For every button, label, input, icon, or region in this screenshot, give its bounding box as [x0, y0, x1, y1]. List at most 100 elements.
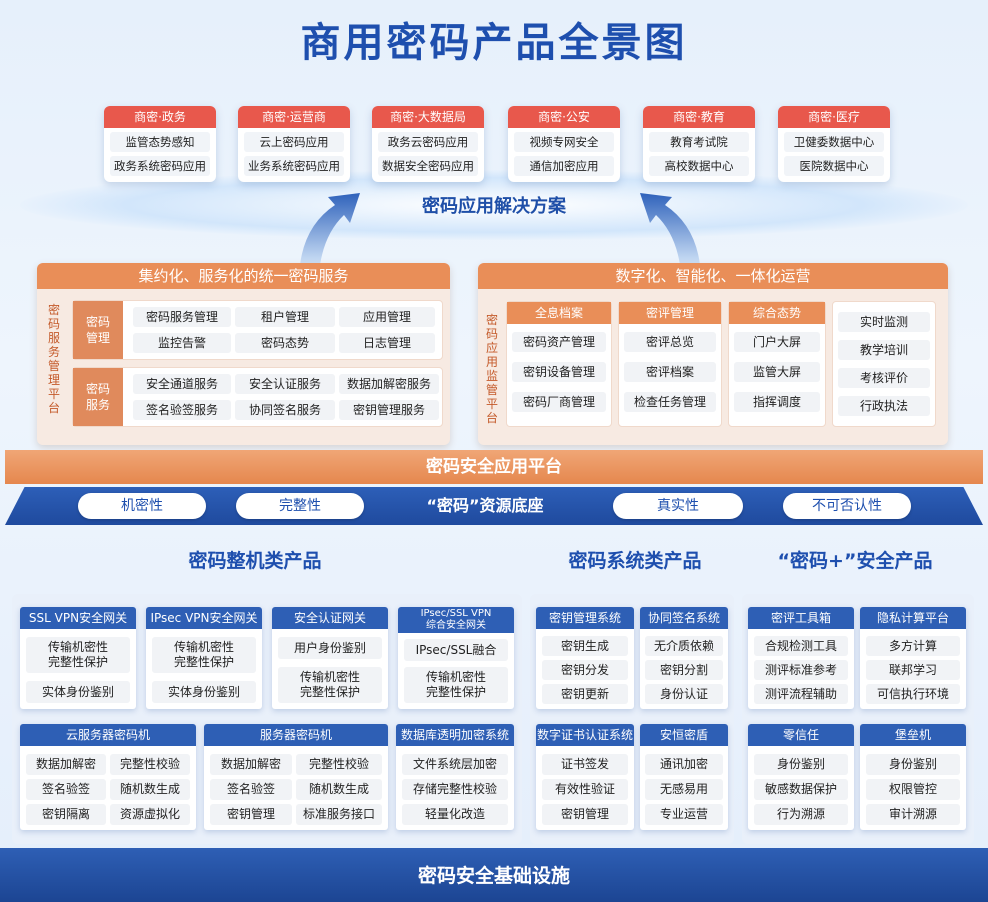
privacy-computing-card: 隐私计算平台 多方计算 联邦学习 可信执行环境	[860, 607, 966, 709]
card-item: 密钥分割	[645, 660, 723, 680]
evaluation-column: 密评管理 密评总览 密评档案 检查任务管理	[618, 301, 722, 427]
card-item: 身份鉴别	[754, 754, 848, 775]
column-item: 实时监测	[838, 312, 930, 332]
bastion-host-card: 堡垒机 身份鉴别 权限管控 审计溯源	[860, 724, 966, 830]
operations-column: 实时监测 教学培训 考核评价 行政执法	[832, 301, 936, 427]
panel-title: 数字化、智能化、一体化运营	[478, 263, 948, 289]
column-item: 检查任务管理	[624, 392, 716, 412]
solutions-title: 密码应用解决方案	[422, 196, 566, 217]
card-item: 测评标准参考	[754, 660, 848, 680]
ssl-vpn-card: SSL VPN安全网关 传输机密性 完整性保护 实体身份鉴别	[20, 607, 136, 709]
service-chip: 日志管理	[339, 333, 435, 353]
sector-item: 通信加密应用	[514, 156, 614, 176]
confidentiality-pill: 机密性	[78, 493, 206, 519]
eval-toolbox-card: 密评工具箱 合规检测工具 测评标准参考 测评流程辅助	[748, 607, 854, 709]
db-encryption-card: 数据库透明加密系统 文件系统层加密 存储完整性校验 轻量化改造	[396, 724, 514, 830]
sector-card-police: 商密·公安 视频专网安全 通信加密应用	[508, 106, 620, 182]
resource-base-title: “密码”资源底座	[426, 496, 544, 515]
combo-gateway-card: IPsec/SSL VPN 综合安全网关 IPsec/SSL融合 传输机密性 完…	[398, 607, 514, 709]
card-item: 完整性校验	[296, 754, 382, 775]
group-label: 密码管理	[73, 301, 123, 359]
card-item: 存储完整性校验	[402, 779, 508, 800]
card-title: 协同签名系统	[640, 607, 728, 629]
card-item: 通讯加密	[645, 754, 723, 775]
card-title: 数据库透明加密系统	[396, 724, 514, 746]
service-chip: 密钥管理服务	[339, 400, 439, 420]
card-item: 签名验签	[26, 779, 106, 800]
service-chip: 安全通道服务	[133, 374, 231, 394]
sector-item: 医院数据中心	[784, 156, 884, 176]
card-item: 数据加解密	[210, 754, 292, 775]
card-item: 无介质依赖	[645, 636, 723, 656]
service-chip: 监控告警	[133, 333, 231, 353]
card-title: 密钥管理系统	[536, 607, 634, 629]
collab-sign-card: 协同签名系统 无介质依赖 密钥分割 身份认证	[640, 607, 728, 709]
column-item: 教学培训	[838, 340, 930, 360]
sector-item: 高校数据中心	[649, 156, 749, 176]
authenticity-pill: 真实性	[613, 493, 743, 519]
panel-side-label: 密码应用监管平台	[485, 313, 498, 425]
card-item: 轻量化改造	[402, 804, 508, 825]
card-item: 无感易用	[645, 779, 723, 800]
card-item: 专业运营	[645, 804, 723, 825]
sector-item: 卫健委数据中心	[784, 132, 884, 152]
card-title: 安全认证网关	[272, 607, 388, 629]
crypto-service-group: 密码服务 安全通道服务 安全认证服务 数据加解密服务 签名验签服务 协同签名服务…	[72, 367, 443, 427]
card-item: 密钥更新	[542, 684, 628, 704]
service-chip: 安全认证服务	[235, 374, 335, 394]
sector-item: 业务系统密码应用	[244, 156, 344, 176]
column-header: 全息档案	[507, 302, 611, 324]
card-item: 合规检测工具	[754, 636, 848, 656]
crypto-management-group: 密码管理 密码服务管理 租户管理 应用管理 监控告警 密码态势 日志管理	[72, 300, 443, 360]
situation-column: 综合态势 门户大屏 监管大屏 指挥调度	[728, 301, 826, 427]
card-title: IPsec VPN安全网关	[146, 607, 262, 629]
card-item: 传输机密性 完整性保护	[152, 637, 256, 673]
card-item: 有效性验证	[542, 779, 628, 800]
card-item: 随机数生成	[110, 779, 190, 800]
service-chip: 密码态势	[235, 333, 335, 353]
service-chip: 协同签名服务	[235, 400, 335, 420]
card-item: 实体身份鉴别	[152, 681, 256, 703]
non-repudiation-pill: 不可否认性	[783, 493, 911, 519]
card-title: 安恒密盾	[640, 724, 728, 746]
right-up-arrow	[640, 193, 700, 265]
section-title-systems: 密码系统类产品	[568, 550, 702, 572]
sector-header: 商密·政务	[104, 106, 216, 128]
service-chip: 签名验签服务	[133, 400, 231, 420]
card-title: 数字证书认证系统	[536, 724, 634, 746]
sector-item: 政务云密码应用	[378, 132, 478, 152]
card-item: 传输机密性 完整性保护	[404, 667, 508, 703]
card-title: 隐私计算平台	[860, 607, 966, 629]
unified-crypto-service-panel: 集约化、服务化的统一密码服务 密码服务管理平台 密码管理 密码服务管理 租户管理…	[37, 263, 450, 445]
column-item: 密评档案	[624, 362, 716, 382]
sector-card-government: 商密·政务 监管态势感知 政务系统密码应用	[104, 106, 216, 182]
platform-bar: 密码安全应用平台	[5, 450, 983, 484]
section-title-crypto-plus: “密码+”安全产品	[777, 550, 933, 572]
sector-item: 云上密码应用	[244, 132, 344, 152]
card-item: 敏感数据保护	[754, 779, 848, 800]
column-header: 综合态势	[729, 302, 825, 324]
ipsec-vpn-card: IPsec VPN安全网关 传输机密性 完整性保护 实体身份鉴别	[146, 607, 262, 709]
card-item: 密钥隔离	[26, 804, 106, 825]
server-hsm-card: 服务器密码机 数据加解密 完整性校验 签名验签 随机数生成 密钥管理 标准服务接…	[204, 724, 388, 830]
service-chip: 数据加解密服务	[339, 374, 439, 394]
service-chip: 应用管理	[339, 307, 435, 327]
column-item: 密码厂商管理	[512, 392, 606, 412]
integrity-pill: 完整性	[236, 493, 364, 519]
card-item: 传输机密性 完整性保护	[26, 637, 130, 673]
infrastructure-footer: 密码安全基础设施	[0, 848, 988, 902]
card-item: 密钥管理	[210, 804, 292, 825]
card-item: 测评流程辅助	[754, 684, 848, 704]
card-title: 服务器密码机	[204, 724, 388, 746]
column-item: 密钥设备管理	[512, 362, 606, 382]
upward-arrows	[300, 193, 700, 265]
anheng-shield-card: 安恒密盾 通讯加密 无感易用 专业运营	[640, 724, 728, 830]
card-item: 身份鉴别	[866, 754, 960, 775]
service-chip: 租户管理	[235, 307, 335, 327]
sector-item: 视频专网安全	[514, 132, 614, 152]
column-item: 密评总览	[624, 332, 716, 352]
card-item: 实体身份鉴别	[26, 681, 130, 703]
service-chip: 密码服务管理	[133, 307, 231, 327]
page-title: 商用密码产品全景图	[300, 20, 688, 66]
card-title: IPsec/SSL VPN 综合安全网关	[398, 607, 514, 633]
